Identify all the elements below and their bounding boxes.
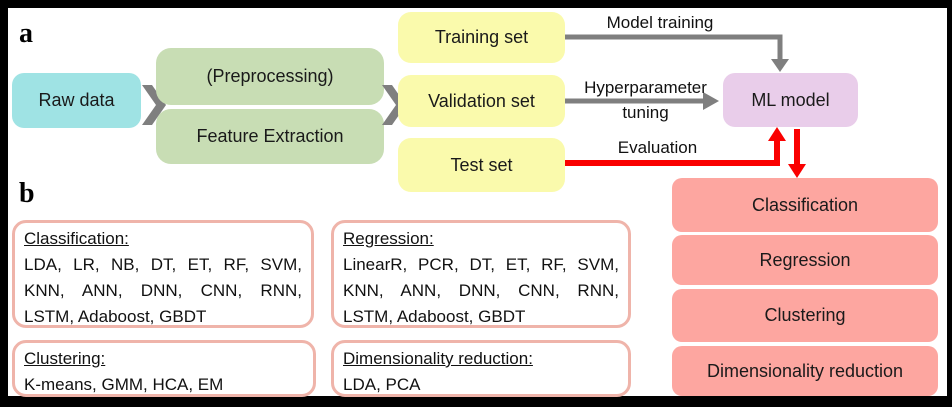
ml-model-box: ML model	[723, 73, 858, 127]
chevron-right-icon	[142, 85, 166, 125]
hyperparameter-label-line2: tuning	[622, 103, 669, 122]
training-set-box: Training set	[398, 12, 565, 63]
regression-methods-list: LinearR, PCR, DT, ET, RF, SVM, KNN, ANN,…	[343, 255, 619, 326]
feature-extraction-box: Feature Extraction	[156, 109, 384, 164]
hyperparameter-label-line1: Hyperparameter	[584, 78, 707, 97]
task-box-classification: Classification	[672, 178, 938, 232]
regression-methods-panel: Regression: LinearR, PCR, DT, ET, RF, SV…	[331, 220, 631, 328]
task-box-dimensionality-reduction: Dimensionality reduction	[672, 346, 938, 396]
classification-methods-list: LDA, LR, NB, DT, ET, RF, SVM, KNN, ANN, …	[24, 255, 302, 326]
ml-output-arrow	[788, 129, 806, 178]
evaluation-label: Evaluation	[617, 138, 698, 157]
clustering-methods-panel: Clustering: K-means, GMM, HCA, EM	[12, 340, 316, 397]
panel-b-label: b	[19, 178, 35, 209]
classification-methods-panel: Classification: LDA, LR, NB, DT, ET, RF,…	[12, 220, 314, 328]
task-box-clustering: Clustering	[672, 289, 938, 342]
clustering-methods-title: Clustering:	[24, 349, 106, 368]
dimensionality-reduction-methods-title: Dimensionality reduction:	[343, 349, 533, 368]
model-training-label: Model training	[606, 13, 714, 32]
dimensionality-reduction-methods-panel: Dimensionality reduction: LDA, PCA	[331, 340, 631, 397]
model-training-arrow	[565, 34, 789, 72]
dimensionality-reduction-methods-list: LDA, PCA	[343, 375, 421, 394]
clustering-methods-list: K-means, GMM, HCA, EM	[24, 375, 224, 394]
preprocessing-box: (Preprocessing)	[156, 48, 384, 105]
test-set-box: Test set	[398, 138, 565, 192]
raw-data-box: Raw data	[12, 73, 141, 128]
evaluation-arrow	[565, 127, 786, 166]
regression-methods-title: Regression:	[343, 229, 434, 248]
panel-a-label: a	[19, 18, 33, 49]
task-box-regression: Regression	[672, 235, 938, 285]
hyperparameter-tuning-arrow	[565, 92, 719, 110]
validation-set-box: Validation set	[398, 75, 565, 127]
classification-methods-title: Classification:	[24, 229, 129, 248]
